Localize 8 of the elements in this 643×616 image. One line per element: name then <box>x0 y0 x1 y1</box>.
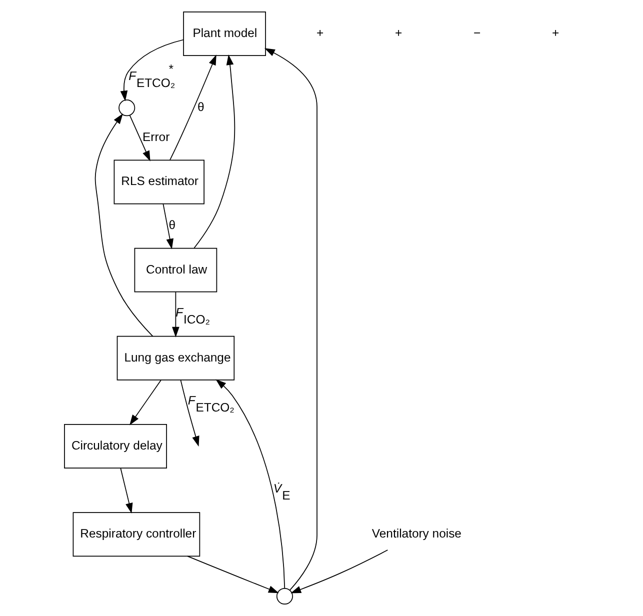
label: + <box>394 26 402 40</box>
node-text: Ventilatory noise <box>371 526 461 541</box>
edge-label: Error <box>142 130 170 144</box>
label: + <box>316 26 324 40</box>
label: − <box>473 26 480 40</box>
edge-label: θ <box>196 100 204 114</box>
edge-label: θ <box>168 218 176 232</box>
label: + <box>552 26 559 40</box>
